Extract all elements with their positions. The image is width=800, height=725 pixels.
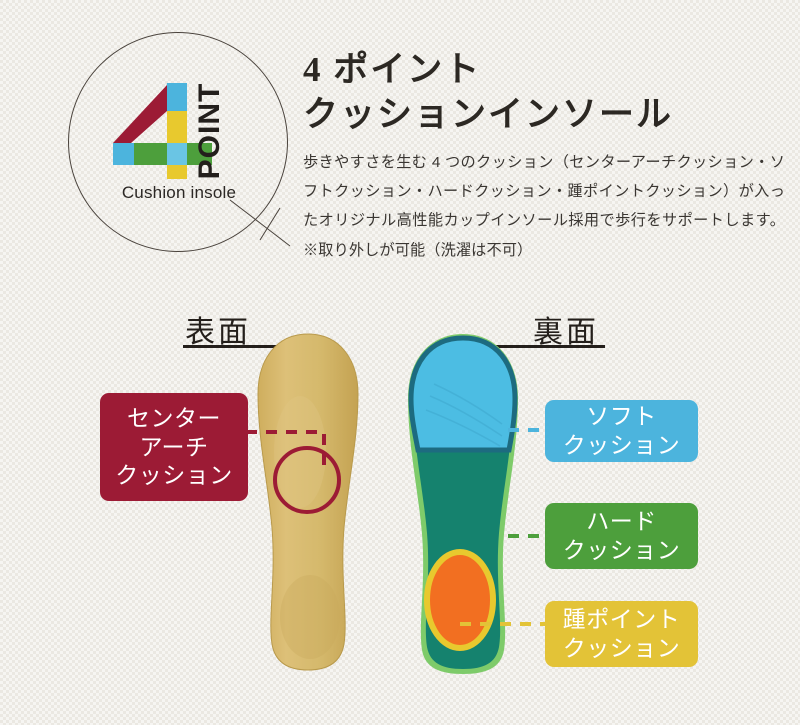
section-rule-front <box>183 345 328 348</box>
callout-line: ソフト <box>586 403 657 430</box>
heel-cushion-pad <box>424 549 496 651</box>
insole-back-image <box>408 334 518 674</box>
callout-heel-point-cushion[interactable]: 踵ポイント クッション <box>545 601 698 667</box>
logo-wordmark: POINT <box>193 83 226 180</box>
logo-badge: POINT Cushion insole <box>68 32 288 252</box>
leader-soft <box>508 428 552 432</box>
callout-line: 踵ポイント <box>562 606 681 633</box>
insole-front-image <box>257 333 359 671</box>
leader-hard <box>508 534 552 538</box>
section-rule-back <box>455 345 605 348</box>
callout-line: クッション <box>562 537 681 563</box>
leader-heel <box>460 622 552 626</box>
section-heading-back: 裏面 <box>533 316 599 349</box>
four-point-logo-mark: POINT <box>113 83 226 180</box>
callout-line: ハード <box>586 508 657 535</box>
leader-center-arch <box>246 430 326 468</box>
logo-tagline: Cushion insole <box>121 183 237 202</box>
logo-red-diagonal <box>113 85 167 143</box>
callout-line: センター <box>127 405 221 432</box>
callout-line: アーチ <box>139 433 209 460</box>
insole-front-heel-shade <box>280 575 340 659</box>
section-heading-front: 表面 <box>185 316 251 349</box>
page-title: 4 ポイント クッションインソール <box>303 50 674 134</box>
logo-blue-apex <box>163 83 187 111</box>
callout-soft-cushion[interactable]: ソフト クッション <box>545 400 698 462</box>
badge-pointer-tick <box>229 199 291 247</box>
forefoot-texture <box>425 383 503 447</box>
logo-blue-overlap <box>167 143 187 165</box>
insole-front-body <box>257 333 359 671</box>
callout-line: クッション <box>115 462 233 489</box>
arch-circle-marker <box>273 446 341 514</box>
callout-hard-cushion[interactable]: ハード クッション <box>545 503 698 569</box>
insole-front-highlight <box>274 396 326 508</box>
callout-center-arch-cushion[interactable]: センター アーチ クッション <box>100 393 248 501</box>
callout-line: クッション <box>562 635 681 661</box>
lead-paragraph: 歩きやすさを生む 4 つのクッション（センターアーチクッション・ソフトクッション… <box>303 154 785 259</box>
callout-line: クッション <box>562 432 681 458</box>
forefoot-cushion-zone <box>408 335 518 453</box>
